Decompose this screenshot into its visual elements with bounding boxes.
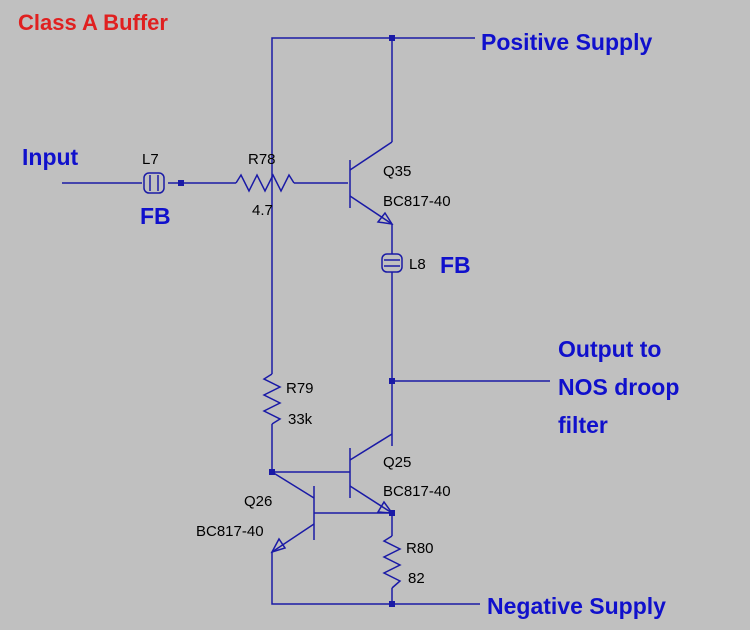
r80-ref: R80 xyxy=(406,540,434,557)
q35-part: BC817-40 xyxy=(383,193,451,210)
negative-supply-label: Negative Supply xyxy=(487,593,666,619)
q35-ref: Q35 xyxy=(383,163,411,180)
ferrite-bead-l8 xyxy=(381,224,403,446)
resistor-r80 xyxy=(382,513,402,589)
transistor-q35 xyxy=(349,141,394,225)
input-wire xyxy=(62,180,236,186)
negative-supply-rail xyxy=(271,556,480,607)
r78-value: 4.7 xyxy=(252,202,273,219)
q26-part: BC817-40 xyxy=(196,523,264,540)
q25-ref: Q25 xyxy=(383,454,411,471)
l8-ref: L8 xyxy=(409,256,426,273)
positive-supply-rail xyxy=(271,35,475,200)
r79-value: 33k xyxy=(288,411,313,428)
r80-value: 82 xyxy=(408,570,425,587)
resistor-r79 xyxy=(262,200,282,472)
transistor-q25 xyxy=(269,433,394,514)
ferrite-bead-l7 xyxy=(143,172,165,194)
r78-ref: R78 xyxy=(248,151,276,168)
l7-ref: L7 xyxy=(142,151,159,168)
output-label-line2: NOS droop xyxy=(558,374,679,400)
l8-fb-label: FB xyxy=(440,252,471,278)
q25-part: BC817-40 xyxy=(383,483,451,500)
input-label: Input xyxy=(22,144,79,170)
output-wire xyxy=(389,378,550,384)
resistor-r78 xyxy=(235,173,348,193)
output-label-line1: Output to xyxy=(558,336,661,362)
output-label-line3: filter xyxy=(558,412,608,438)
diagram-title: Class A Buffer xyxy=(18,10,168,35)
r79-ref: R79 xyxy=(286,380,314,397)
positive-supply-label: Positive Supply xyxy=(481,29,652,55)
l7-fb-label: FB xyxy=(140,203,171,229)
transistor-q26 xyxy=(270,471,395,556)
q26-ref: Q26 xyxy=(244,493,272,510)
